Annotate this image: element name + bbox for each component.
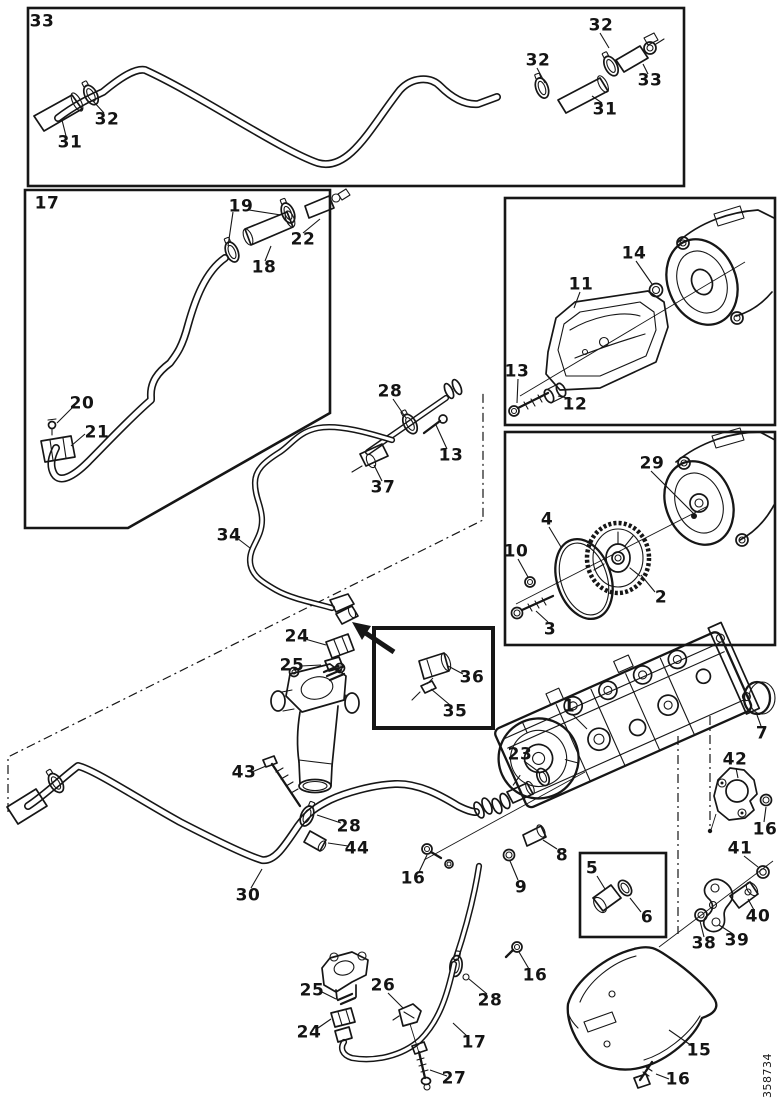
callout-23: 23 <box>507 744 533 765</box>
pipe-34 <box>236 424 396 612</box>
callout-28-mid: 28 <box>377 381 403 402</box>
callout-36: 36 <box>459 667 485 688</box>
callout-12: 12 <box>562 394 588 415</box>
callout-4: 4 <box>540 509 554 530</box>
fuel-pipe-box-17 <box>40 188 351 483</box>
callout-26: 26 <box>370 975 396 996</box>
callout-1: 1 <box>562 696 576 717</box>
plug-kit-5-6 <box>592 875 642 914</box>
drawing-number: 358734 <box>761 1053 774 1098</box>
callout-16-shield: 16 <box>665 1069 691 1090</box>
connector-housing-24-25 <box>270 593 360 794</box>
callout-18: 18 <box>251 257 277 278</box>
cap-kit-35-36 <box>411 652 464 706</box>
callout-29: 29 <box>639 453 665 474</box>
callout-40: 40 <box>745 906 771 927</box>
return-pipe-17-bottom <box>339 862 530 1091</box>
callout-28-hose: 28 <box>336 816 362 837</box>
callout-30: 30 <box>235 885 261 906</box>
callout-27: 27 <box>441 1068 467 1089</box>
hose-assembly-box-33 <box>33 32 665 169</box>
gear-box-2-29 <box>510 427 776 623</box>
bracket-38-41 <box>658 855 774 948</box>
callout-7: 7 <box>755 723 769 744</box>
callout-24-mid: 24 <box>284 626 310 647</box>
callout-16-flange: 16 <box>752 819 778 840</box>
callout-44: 44 <box>344 838 370 859</box>
callout-32-clamp-mid: 32 <box>525 50 551 71</box>
callout-10: 10 <box>503 541 529 562</box>
banjo-fittings-8-9-16 <box>418 771 586 881</box>
callout-5: 5 <box>585 858 599 879</box>
callout-42: 42 <box>722 749 748 770</box>
installation-boundary-lines <box>7 390 717 934</box>
callout-3: 3 <box>543 619 557 640</box>
callout-13-box: 13 <box>504 361 530 382</box>
callout-33-fitting: 33 <box>637 70 663 91</box>
callout-19: 19 <box>228 196 254 217</box>
callout-25-bottom: 25 <box>299 980 325 1001</box>
callout-32-clamp-right: 32 <box>588 15 614 36</box>
callout-9: 9 <box>514 877 528 898</box>
callout-39: 39 <box>724 930 750 951</box>
callout-25-mid: 25 <box>279 655 305 676</box>
hose-30-assembly <box>6 755 480 889</box>
flange-42 <box>713 767 773 823</box>
callout-16-clamp: 16 <box>522 965 548 986</box>
callout-16-left: 16 <box>400 868 426 889</box>
callout-31-hose-right: 31 <box>592 99 618 120</box>
callout-8: 8 <box>555 845 569 866</box>
fuel-line-28-13-37 <box>351 378 463 482</box>
callout-34: 34 <box>216 525 242 546</box>
callout-box-33: 33 <box>29 11 55 32</box>
callout-box-17: 17 <box>34 193 60 214</box>
callout-32-clamp-left: 32 <box>94 109 120 130</box>
callout-14: 14 <box>621 243 647 264</box>
callout-15: 15 <box>686 1040 712 1061</box>
callout-35: 35 <box>442 701 468 722</box>
callout-43: 43 <box>231 762 257 783</box>
callout-37: 37 <box>370 477 396 498</box>
inset-boxes <box>23 6 777 939</box>
callout-31-hose-left: 31 <box>57 132 83 153</box>
callout-6: 6 <box>640 907 654 928</box>
callout-17-pipe: 17 <box>461 1032 487 1053</box>
injection-pump-body <box>494 621 776 809</box>
bracket-box-11-14 <box>508 205 775 417</box>
callout-28-bottom: 28 <box>477 990 503 1011</box>
callout-11: 11 <box>568 274 594 295</box>
callout-21: 21 <box>84 422 110 443</box>
callout-22: 22 <box>290 229 316 250</box>
elbow-fitting-24-25-bottom <box>317 951 369 1043</box>
callout-24-bottom: 24 <box>296 1022 322 1043</box>
callout-2: 2 <box>654 587 668 608</box>
callout-41: 41 <box>727 838 753 859</box>
callout-38: 38 <box>691 933 717 954</box>
callout-20: 20 <box>69 393 95 414</box>
protective-shield-15 <box>566 946 718 1089</box>
callout-13-mid: 13 <box>438 445 464 466</box>
